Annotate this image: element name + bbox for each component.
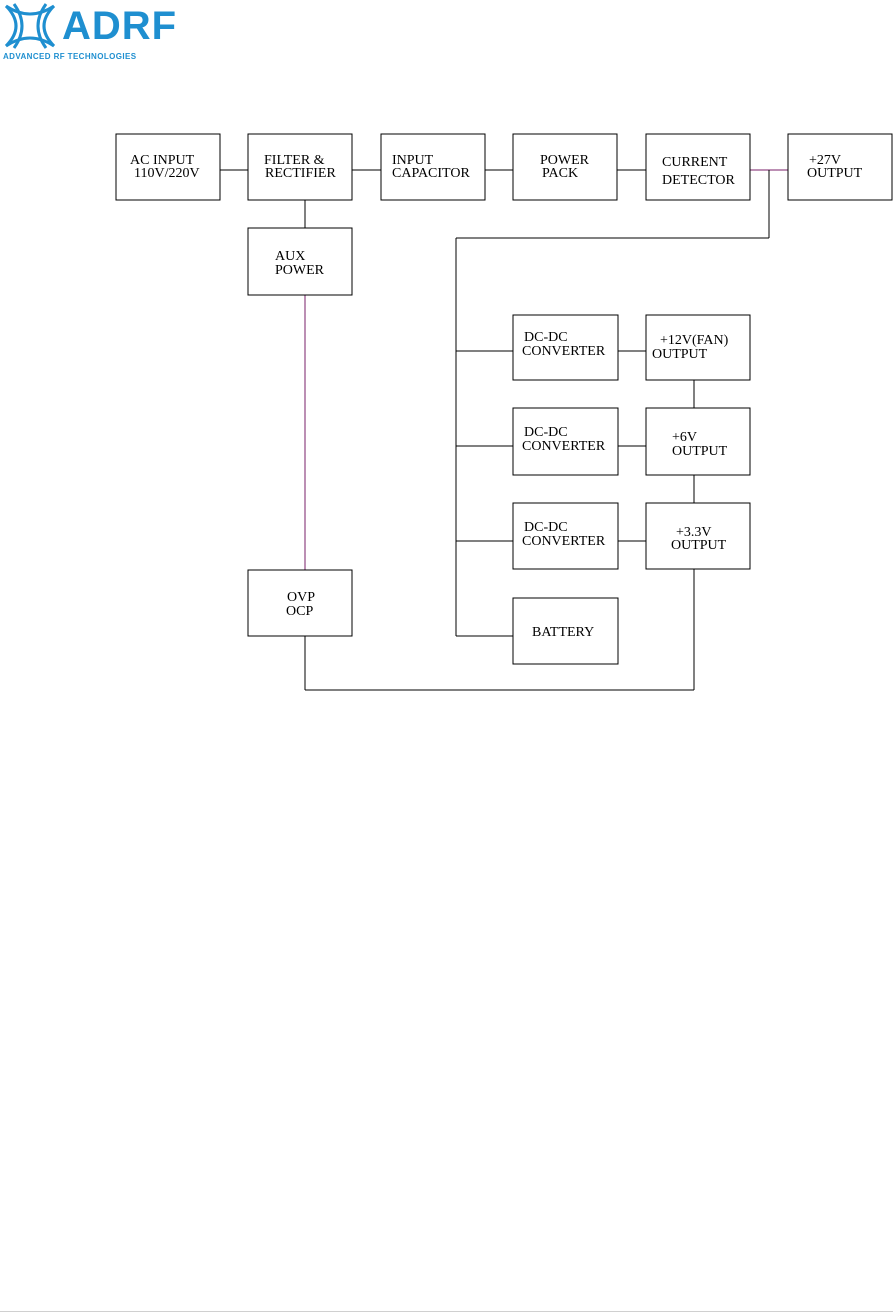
label-ac-input-2: 110V/220V xyxy=(134,166,200,181)
label-12v-1: +12V(FAN) xyxy=(660,333,729,348)
page-bottom-divider xyxy=(0,1311,893,1312)
label-ovp: OVP xyxy=(287,590,315,605)
label-ocp: OCP xyxy=(286,604,313,619)
label-detector-1: CURRENT xyxy=(662,155,728,170)
label-27v-2: OUTPUT xyxy=(807,166,863,181)
label-dcdc-2a: DC-DC xyxy=(524,425,568,440)
label-dcdc-2b: CONVERTER xyxy=(522,439,606,454)
label-aux-2: POWER xyxy=(275,263,325,278)
label-12v-2: OUTPUT xyxy=(652,347,708,362)
label-detector-2: DETECTOR xyxy=(662,173,736,188)
label-dcdc-1b: CONVERTER xyxy=(522,344,606,359)
label-dcdc-3a: DC-DC xyxy=(524,520,568,535)
label-aux-1: AUX xyxy=(275,249,305,264)
label-dcdc-3b: CONVERTER xyxy=(522,534,606,549)
power-supply-block-diagram: AC INPUT 110V/220V FILTER & RECTIFIER IN… xyxy=(0,0,893,760)
label-6v-1: +6V xyxy=(672,430,697,445)
label-capacitor-2: CAPACITOR xyxy=(392,166,470,181)
block-6v-output xyxy=(646,408,750,475)
label-powerpack-2: PACK xyxy=(542,166,578,181)
label-6v-2: OUTPUT xyxy=(672,444,728,459)
label-33v-2: OUTPUT xyxy=(671,538,727,553)
label-filter-2: RECTIFIER xyxy=(265,166,336,181)
label-dcdc-1a: DC-DC xyxy=(524,330,568,345)
label-battery: BATTERY xyxy=(532,625,594,640)
